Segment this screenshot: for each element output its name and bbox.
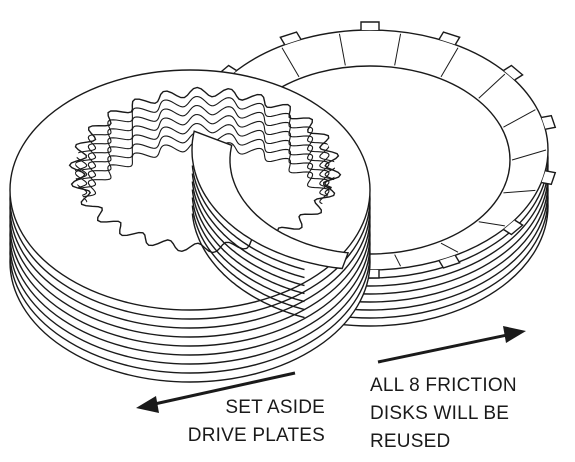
drive-plate-inner-tooth-row [75, 95, 335, 180]
friction-disk-segment-line [394, 254, 402, 267]
friction-disk-segment-line [478, 221, 505, 227]
friction-disk-front-ring-layers [191, 165, 305, 319]
friction-disk-segment-line [478, 73, 506, 99]
friction-disk-segment-line [338, 33, 346, 66]
friction-disk-tab [503, 64, 524, 81]
friction-disk-tab [279, 31, 302, 45]
friction-disks-caption-line-2: DISKS WILL BE [370, 403, 510, 424]
friction-disk-segment-line [440, 242, 459, 253]
friction-disks-caption: ALL 8 FRICTION DISKS WILL BE REUSED [370, 372, 575, 456]
friction-disk-tab [541, 114, 557, 130]
drive-plate-inner-tooth-row [75, 122, 335, 207]
drive-plate-top [9, 69, 371, 311]
friction-disk-segment-line [281, 47, 300, 78]
friction-front-ring-layer [191, 189, 305, 295]
arrow-friction-disks [377, 326, 526, 364]
friction-front-ring-layer [191, 197, 305, 303]
friction-front-ring-layer [191, 213, 305, 319]
friction-disk-tab [541, 170, 557, 186]
drive-plate-stack [9, 69, 371, 383]
friction-disks-caption-line-3: REUSED [370, 431, 451, 452]
friction-disks-caption-line-1: ALL 8 FRICTION [370, 375, 517, 396]
friction-disk-segment-line [394, 33, 402, 66]
friction-disk-segment-line [440, 47, 459, 78]
friction-disk-tab [503, 219, 524, 236]
drive-plates-caption: SET ASIDE DRIVE PLATES [155, 394, 325, 450]
drive-plate-inner-tooth-row [75, 113, 335, 198]
friction-front-ring-layer [191, 205, 305, 311]
friction-disk-segment-line [503, 189, 536, 194]
friction-disk-segment-line [503, 109, 536, 128]
friction-disk-tab [438, 31, 461, 45]
drive-plates-caption-line-1: SET ASIDE [225, 397, 325, 418]
friction-front-ring-layer [191, 165, 305, 271]
friction-front-ring-layer [191, 181, 305, 287]
friction-disk-tab [360, 21, 380, 30]
friction-disk-segment-line [511, 149, 547, 161]
friction-disk-front-ring [191, 130, 350, 319]
arrow-set-aside [136, 371, 296, 413]
drive-plate-inner-tooth-row [75, 104, 335, 189]
friction-front-ring-layer [191, 173, 305, 279]
drive-plates-caption-line-2: DRIVE PLATES [187, 425, 325, 446]
friction-disk-tab [438, 255, 461, 269]
